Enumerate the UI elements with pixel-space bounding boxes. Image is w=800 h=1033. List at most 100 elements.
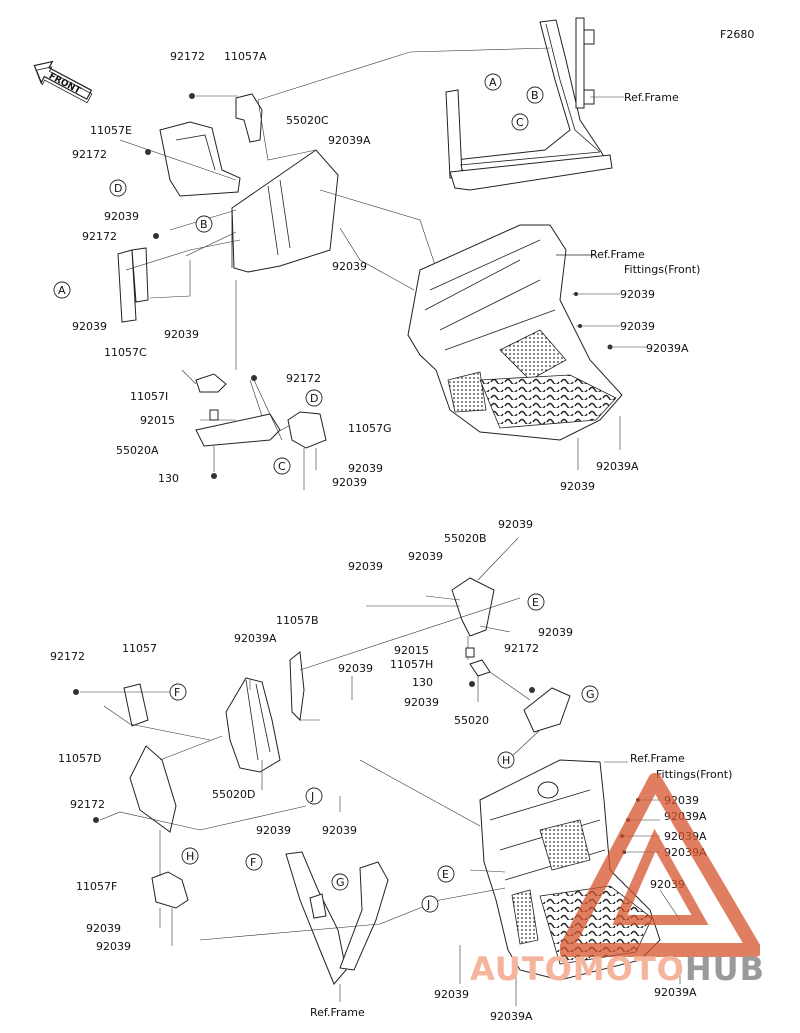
svg-text:F: F [250,856,256,869]
bracket-11057A [189,93,263,143]
frame-reference-top [445,17,613,191]
panel-55020D [225,677,281,773]
bracket-55020B [366,537,519,660]
label-11057D: 11057D [58,752,101,765]
label-92039: 92039 [86,922,121,935]
svg-text:C: C [516,116,524,129]
ref-frame-label: Ref.Frame [310,1006,365,1019]
label-92039: 92039 [538,626,573,639]
svg-text:G: G [336,876,345,889]
label-92015: 92015 [140,414,175,427]
label-92039: 92039 [72,320,107,333]
label-92039: 92039 [560,480,595,493]
label-55020B: 55020B [444,532,487,545]
svg-text:H: H [502,754,510,767]
label-92039: 92039 [620,320,655,333]
watermark-text: AUTOMOTOHUB [470,950,766,988]
bracket-11057H [465,647,491,702]
label-55020A: 55020A [116,444,159,457]
bolt-icon [578,324,582,328]
label-11057H: 11057H [390,658,433,671]
bracket-11057I [181,369,281,479]
label-92039A: 92039A [654,986,697,999]
label-130: 130 [158,472,179,485]
label-11057B: 11057B [276,614,319,627]
bracket-55020 [489,671,571,759]
svg-text:B: B [531,89,539,102]
label-55020C: 55020C [286,114,329,127]
label-92039: 92039 [322,824,357,837]
callout-a: A [53,281,71,299]
bolt-icon [93,817,99,823]
label-11057I: 11057I [130,390,168,403]
bolt-icon [211,473,217,479]
svg-text:G: G [586,688,595,701]
bolt-icon [153,233,159,239]
label-92172: 92172 [82,230,117,243]
callout-d: D [109,179,127,197]
callout-j: J [421,895,439,913]
front-arrow-icon: FRONT [33,60,93,104]
callout-f: F [169,683,187,701]
ref-fittings-label: Ref.Frame [630,752,685,765]
bolt-icon [607,344,613,350]
label-92039: 92039 [332,260,367,273]
callout-h: H [181,847,199,865]
label-92172: 92172 [72,148,107,161]
automotohub-logo-icon [560,773,760,957]
callout-c: C [511,113,529,131]
callout-f: F [245,853,263,871]
label-11057G: 11057G [348,422,392,435]
label-92039A: 92039A [328,134,371,147]
svg-text:E: E [532,596,539,609]
frame-reference-bottom [199,851,441,1002]
label-92039A: 92039A [596,460,639,473]
bolt-icon [574,292,578,296]
label-11057: 11057 [122,642,157,655]
callout-d: D [305,389,323,407]
callout-b: B [195,215,213,233]
svg-text:F: F [174,686,180,699]
callout-g: G [331,873,349,891]
ref-fittings-label: Fittings(Front) [624,263,700,276]
callout-j: J [305,787,323,805]
floor-pan-top [407,224,623,441]
svg-text:B: B [200,218,208,231]
label-92039: 92039 [256,824,291,837]
bracket-11057 [73,683,211,741]
label-92039: 92039 [348,462,383,475]
panel-55020C [231,149,339,273]
bolt-icon [529,687,535,693]
label-92039: 92039 [164,328,199,341]
label-92039: 92039 [348,560,383,573]
label-92172: 92172 [70,798,105,811]
svg-text:J: J [426,898,430,911]
callout-e: E [527,593,545,611]
label-92039: 92039 [620,288,655,301]
callout-h: H [497,751,515,769]
label-92039: 92039 [498,518,533,531]
label-92039: 92039 [404,696,439,709]
label-11057F: 11057F [76,880,117,893]
bracket-11057D [93,735,307,833]
svg-text:A: A [489,76,497,89]
callout-a: A [484,73,502,91]
label-92015: 92015 [394,644,429,657]
bolt-icon [189,93,195,99]
label-92172: 92172 [170,50,205,63]
ref-fittings-label: Ref.Frame [590,248,645,261]
label-92039: 92039 [332,476,367,489]
ref-frame-label: Ref.Frame [624,91,679,104]
svg-text:A: A [58,284,66,297]
label-55020D: 55020D [212,788,255,801]
label-92039: 92039 [96,940,131,953]
callout-g: G [581,685,599,703]
svg-text:C: C [278,460,286,473]
label-92172: 92172 [504,642,539,655]
bracket-11057E [145,121,241,197]
svg-text:E: E [442,868,449,881]
svg-text:H: H [186,850,194,863]
figure-code: F2680 [720,28,754,41]
label-92039A: 92039A [646,342,689,355]
callout-e: E [437,865,455,883]
